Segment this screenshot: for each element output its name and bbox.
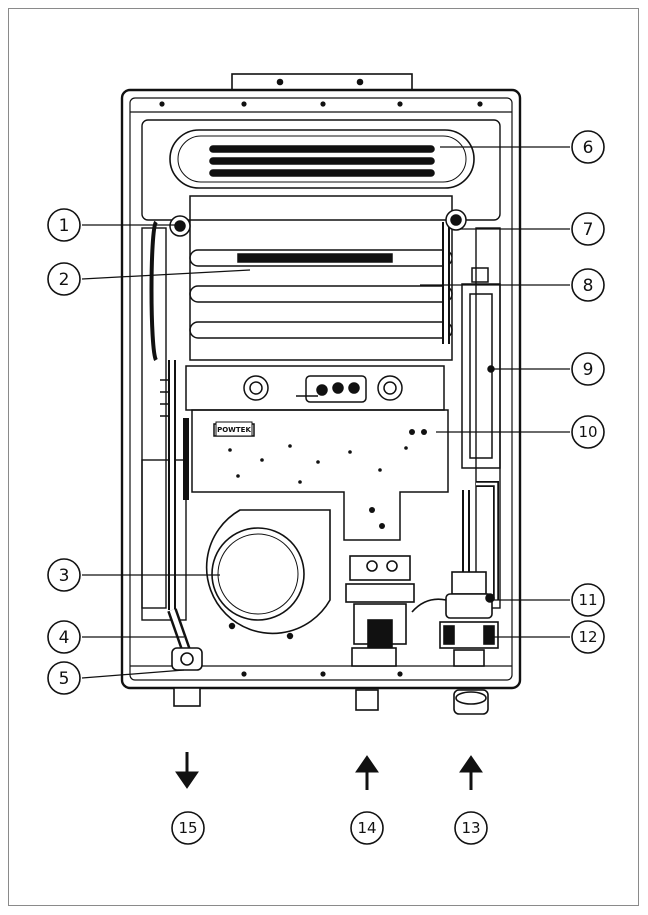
callout-number: 14 [357, 819, 376, 837]
callout-2: 2 [47, 262, 81, 296]
right-fitting [445, 209, 467, 231]
burner-plate [160, 379, 449, 541]
control-box [185, 365, 445, 411]
callout-number: 2 [59, 270, 70, 290]
callout-number: 13 [461, 819, 480, 837]
callout-14: 14 [350, 811, 384, 845]
callout-12: 12 [571, 620, 605, 654]
callout-8: 8 [571, 268, 605, 302]
gas-inlet-arrow-up [355, 755, 379, 790]
inner-frame [141, 119, 501, 621]
condensate-pipe [167, 360, 203, 707]
top-mounting-bracket [231, 73, 413, 91]
heat-exchanger [189, 195, 453, 361]
callout-1: 1 [47, 208, 81, 242]
callout-15: 15 [171, 811, 205, 845]
water-valve [411, 481, 499, 715]
brand-plate: POWTEK [215, 421, 253, 437]
exhaust-collector [169, 129, 475, 189]
callout-10: 10 [571, 415, 605, 449]
callout-number: 6 [583, 138, 594, 158]
callout-number: 4 [59, 628, 70, 648]
water-inlet-arrow-up [459, 755, 483, 790]
gas-valve [345, 555, 415, 711]
callout-11: 11 [571, 583, 605, 617]
left-fitting [149, 215, 191, 362]
callout-number: 15 [178, 819, 197, 837]
callout-13: 13 [454, 811, 488, 845]
callout-9: 9 [571, 352, 605, 386]
combustion-fan [205, 509, 331, 640]
callout-3: 3 [47, 558, 81, 592]
side-panel [461, 267, 501, 469]
callout-5: 5 [47, 661, 81, 695]
callout-7: 7 [571, 212, 605, 246]
callout-number: 3 [59, 566, 70, 586]
callout-4: 4 [47, 620, 81, 654]
callout-number: 12 [578, 628, 597, 646]
brand-label: POWTEK [217, 426, 251, 434]
callout-number: 1 [59, 216, 70, 236]
callout-6: 6 [571, 130, 605, 164]
callout-number: 8 [583, 276, 594, 296]
page-border [8, 8, 639, 906]
callout-number: 11 [578, 591, 597, 609]
callout-number: 9 [583, 360, 594, 380]
leader-lines [81, 146, 570, 679]
callout-number: 5 [59, 669, 70, 689]
callout-number: 10 [578, 423, 597, 441]
callout-number: 7 [583, 220, 594, 240]
outlet-arrow-down [175, 752, 199, 789]
